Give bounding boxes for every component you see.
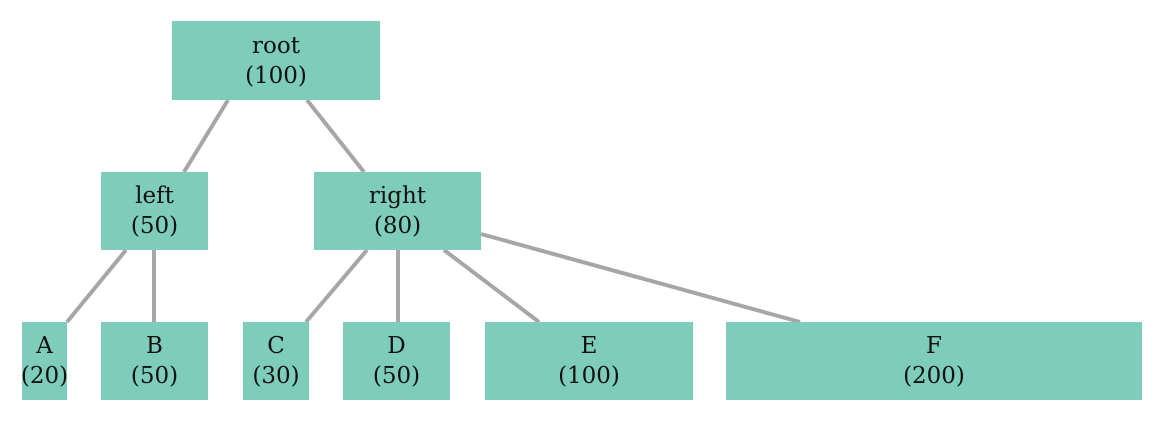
node-left: left (50)	[101, 172, 208, 250]
node-d: D (50)	[343, 322, 450, 400]
node-right-label: right	[368, 183, 427, 209]
node-f-value: (200)	[903, 363, 965, 389]
node-left-label: left	[135, 183, 174, 209]
node-left-value: (50)	[130, 213, 179, 239]
node-c-label: C	[267, 333, 285, 359]
node-a-value: (20)	[20, 363, 69, 389]
node-d-label: D	[387, 333, 406, 359]
node-d-value: (50)	[372, 363, 421, 389]
edge-left-a	[65, 248, 128, 324]
node-root-label: root	[252, 32, 300, 59]
node-root-value: (100)	[245, 62, 307, 89]
node-right: right (80)	[314, 172, 481, 250]
edge-root-left	[182, 98, 230, 174]
node-f: F (200)	[726, 322, 1142, 400]
node-b-value: (50)	[130, 363, 179, 389]
edge-right-e	[442, 248, 541, 324]
node-b-label: B	[146, 333, 163, 359]
node-c-value: (30)	[252, 363, 300, 389]
node-right-value: (80)	[373, 213, 422, 239]
edge-right-f	[480, 232, 801, 324]
node-e-value: (100)	[558, 363, 620, 389]
node-c: C (30)	[243, 322, 309, 400]
edge-root-right	[305, 98, 366, 174]
edge-right-c	[304, 248, 369, 324]
node-e-label: E	[580, 333, 598, 359]
node-f-label: F	[926, 333, 942, 359]
node-a-label: A	[36, 333, 53, 359]
node-root: root (100)	[172, 21, 380, 100]
node-e: E (100)	[485, 322, 693, 400]
node-b: B (50)	[101, 322, 208, 400]
node-a: A (20)	[20, 322, 69, 400]
